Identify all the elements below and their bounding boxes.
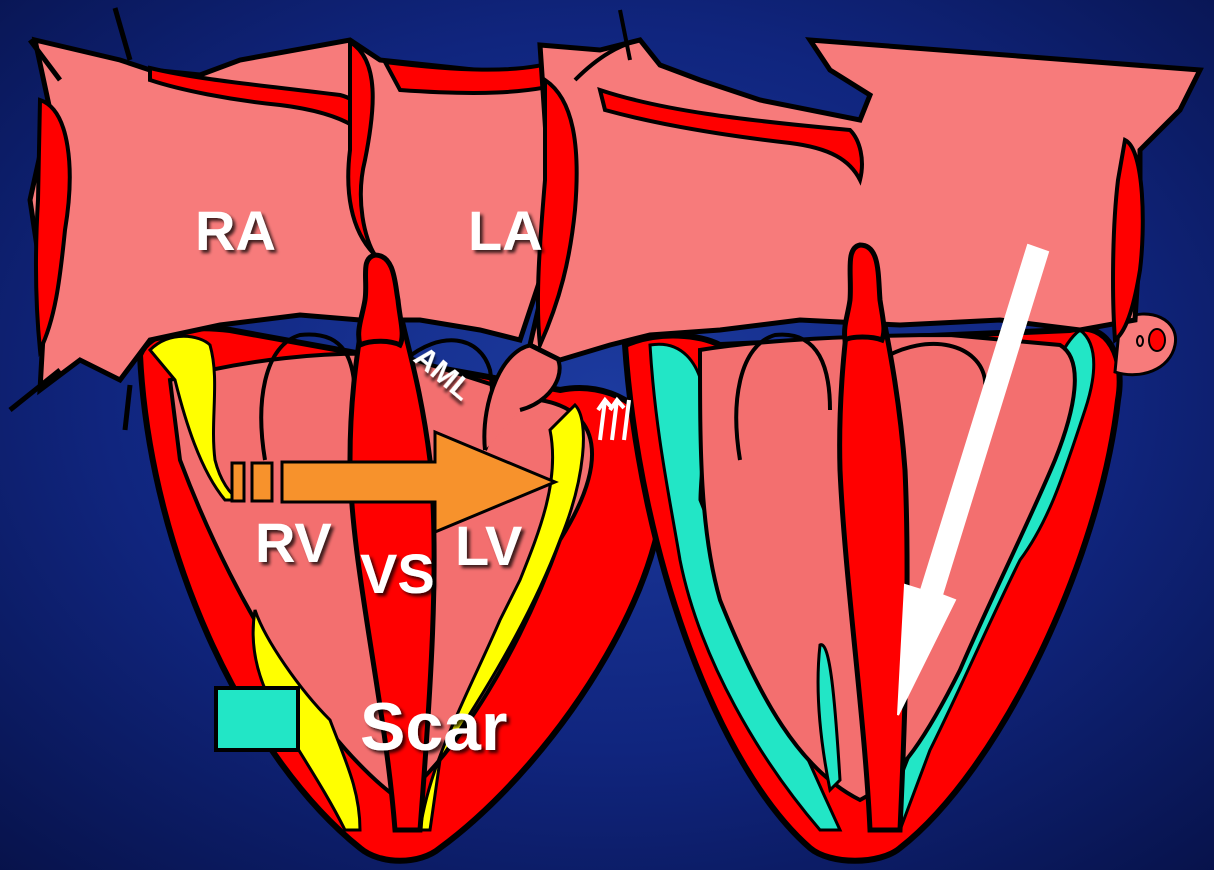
- legend-scar-label: Scar: [360, 689, 507, 765]
- label-la: LA: [468, 199, 543, 262]
- orifice-red: [1149, 329, 1165, 351]
- label-vs: VS: [360, 542, 435, 605]
- septum-tip-right: [845, 245, 884, 340]
- legend-scar-swatch: [216, 688, 298, 750]
- label-ra: RA: [195, 199, 276, 262]
- label-lv: LV: [455, 514, 522, 577]
- label-rv: RV: [255, 511, 332, 574]
